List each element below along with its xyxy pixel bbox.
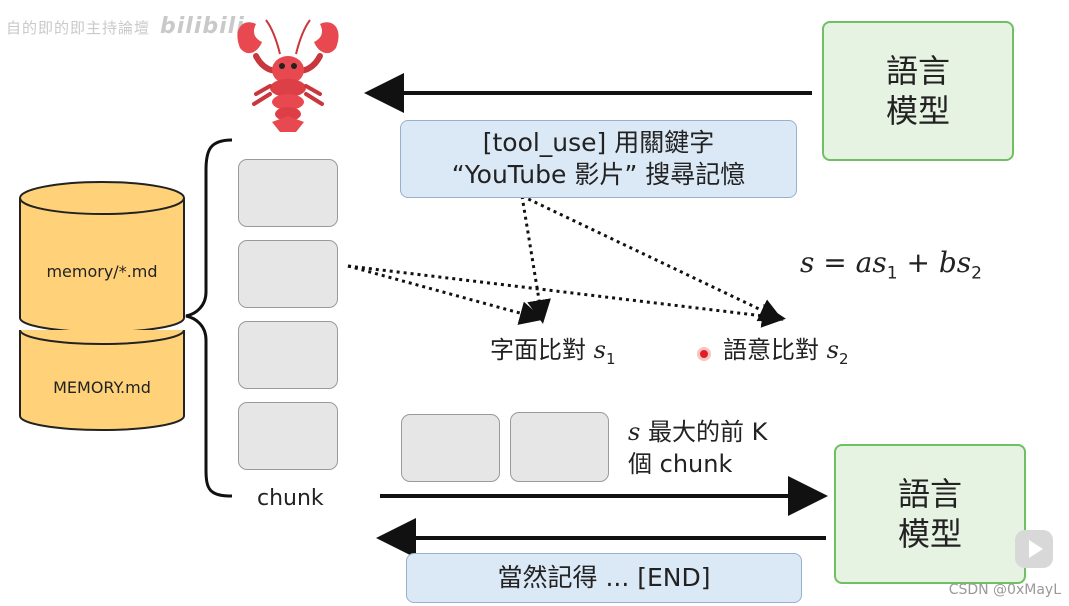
chunk-label: chunk bbox=[257, 486, 324, 511]
formula-b: bs bbox=[938, 246, 972, 279]
model-bottom-line2: 模型 bbox=[897, 515, 962, 553]
query-line2: “YouTube 影片” 搜尋記憶 bbox=[451, 160, 746, 189]
formula-lhs: s bbox=[800, 246, 815, 279]
formula-plus: + bbox=[906, 246, 930, 279]
watermark: 自的即的即主持論壇 bilibili bbox=[6, 14, 245, 39]
memory-files-label: memory/*.md bbox=[46, 262, 158, 281]
semantic-match-sub: 2 bbox=[838, 349, 849, 368]
language-model-top: 語言 模型 bbox=[822, 21, 1014, 161]
chunk-brace bbox=[185, 138, 233, 498]
literal-match-var: s bbox=[593, 336, 606, 364]
result-text: 當然記得 ... [END] bbox=[497, 563, 711, 592]
formula-a: as bbox=[855, 246, 887, 279]
literal-match-label: 字面比對 s1 bbox=[490, 330, 616, 368]
literal-match-sub: 1 bbox=[605, 349, 616, 368]
watermark-text: 自的即的即主持論壇 bbox=[6, 19, 151, 37]
topk-line2: 個 chunk bbox=[628, 450, 733, 478]
chunk-box bbox=[238, 240, 338, 308]
score-formula: s = as1 + bs2 bbox=[800, 246, 982, 284]
model-top-line2: 模型 bbox=[885, 92, 950, 130]
semantic-match-var: s bbox=[826, 336, 839, 364]
model-bottom-line1: 語言 bbox=[897, 475, 962, 513]
language-model-bottom: 語言 模型 bbox=[834, 444, 1026, 584]
tool-use-query-box: [tool_use] 用關鍵字 “YouTube 影片” 搜尋記憶 bbox=[400, 120, 797, 198]
formula-a-sub: 1 bbox=[886, 263, 898, 284]
topk-chunk-box bbox=[510, 412, 609, 482]
memory-main-label: MEMORY.md bbox=[53, 378, 151, 397]
semantic-match-label: 語意比對 s2 bbox=[723, 330, 849, 368]
topk-var: s bbox=[628, 418, 641, 446]
play-badge-icon[interactable] bbox=[1015, 530, 1053, 568]
pointer-dot-icon bbox=[697, 347, 711, 361]
result-box: 當然記得 ... [END] bbox=[406, 553, 802, 603]
dotted-arrow-query-literal bbox=[520, 195, 551, 324]
chunk-box bbox=[238, 321, 338, 389]
watermark-brand: bilibili bbox=[160, 14, 245, 39]
topk-line1: 最大的前 K bbox=[647, 418, 768, 446]
database-cylinder-icon bbox=[19, 181, 185, 431]
topk-description: s 最大的前 K 個 chunk bbox=[628, 416, 767, 480]
dotted-arrow-query-semantic bbox=[521, 194, 784, 322]
dotted-arrow-chunk-semantic bbox=[347, 264, 786, 328]
semantic-match-text: 語意比對 bbox=[723, 336, 819, 364]
query-line1: [tool_use] 用關鍵字 bbox=[482, 128, 715, 157]
dotted-arrow-chunk-literal bbox=[347, 264, 544, 325]
csdn-watermark: CSDN @0xMayL bbox=[948, 582, 1061, 598]
literal-match-text: 字面比對 bbox=[490, 336, 586, 364]
chunk-box bbox=[238, 402, 338, 470]
model-top-line1: 語言 bbox=[885, 52, 950, 90]
chunk-box bbox=[238, 159, 338, 227]
topk-chunk-box bbox=[401, 414, 500, 482]
formula-eq: = bbox=[823, 246, 847, 279]
lobster-icon bbox=[237, 19, 339, 132]
formula-b-sub: 2 bbox=[971, 263, 982, 284]
